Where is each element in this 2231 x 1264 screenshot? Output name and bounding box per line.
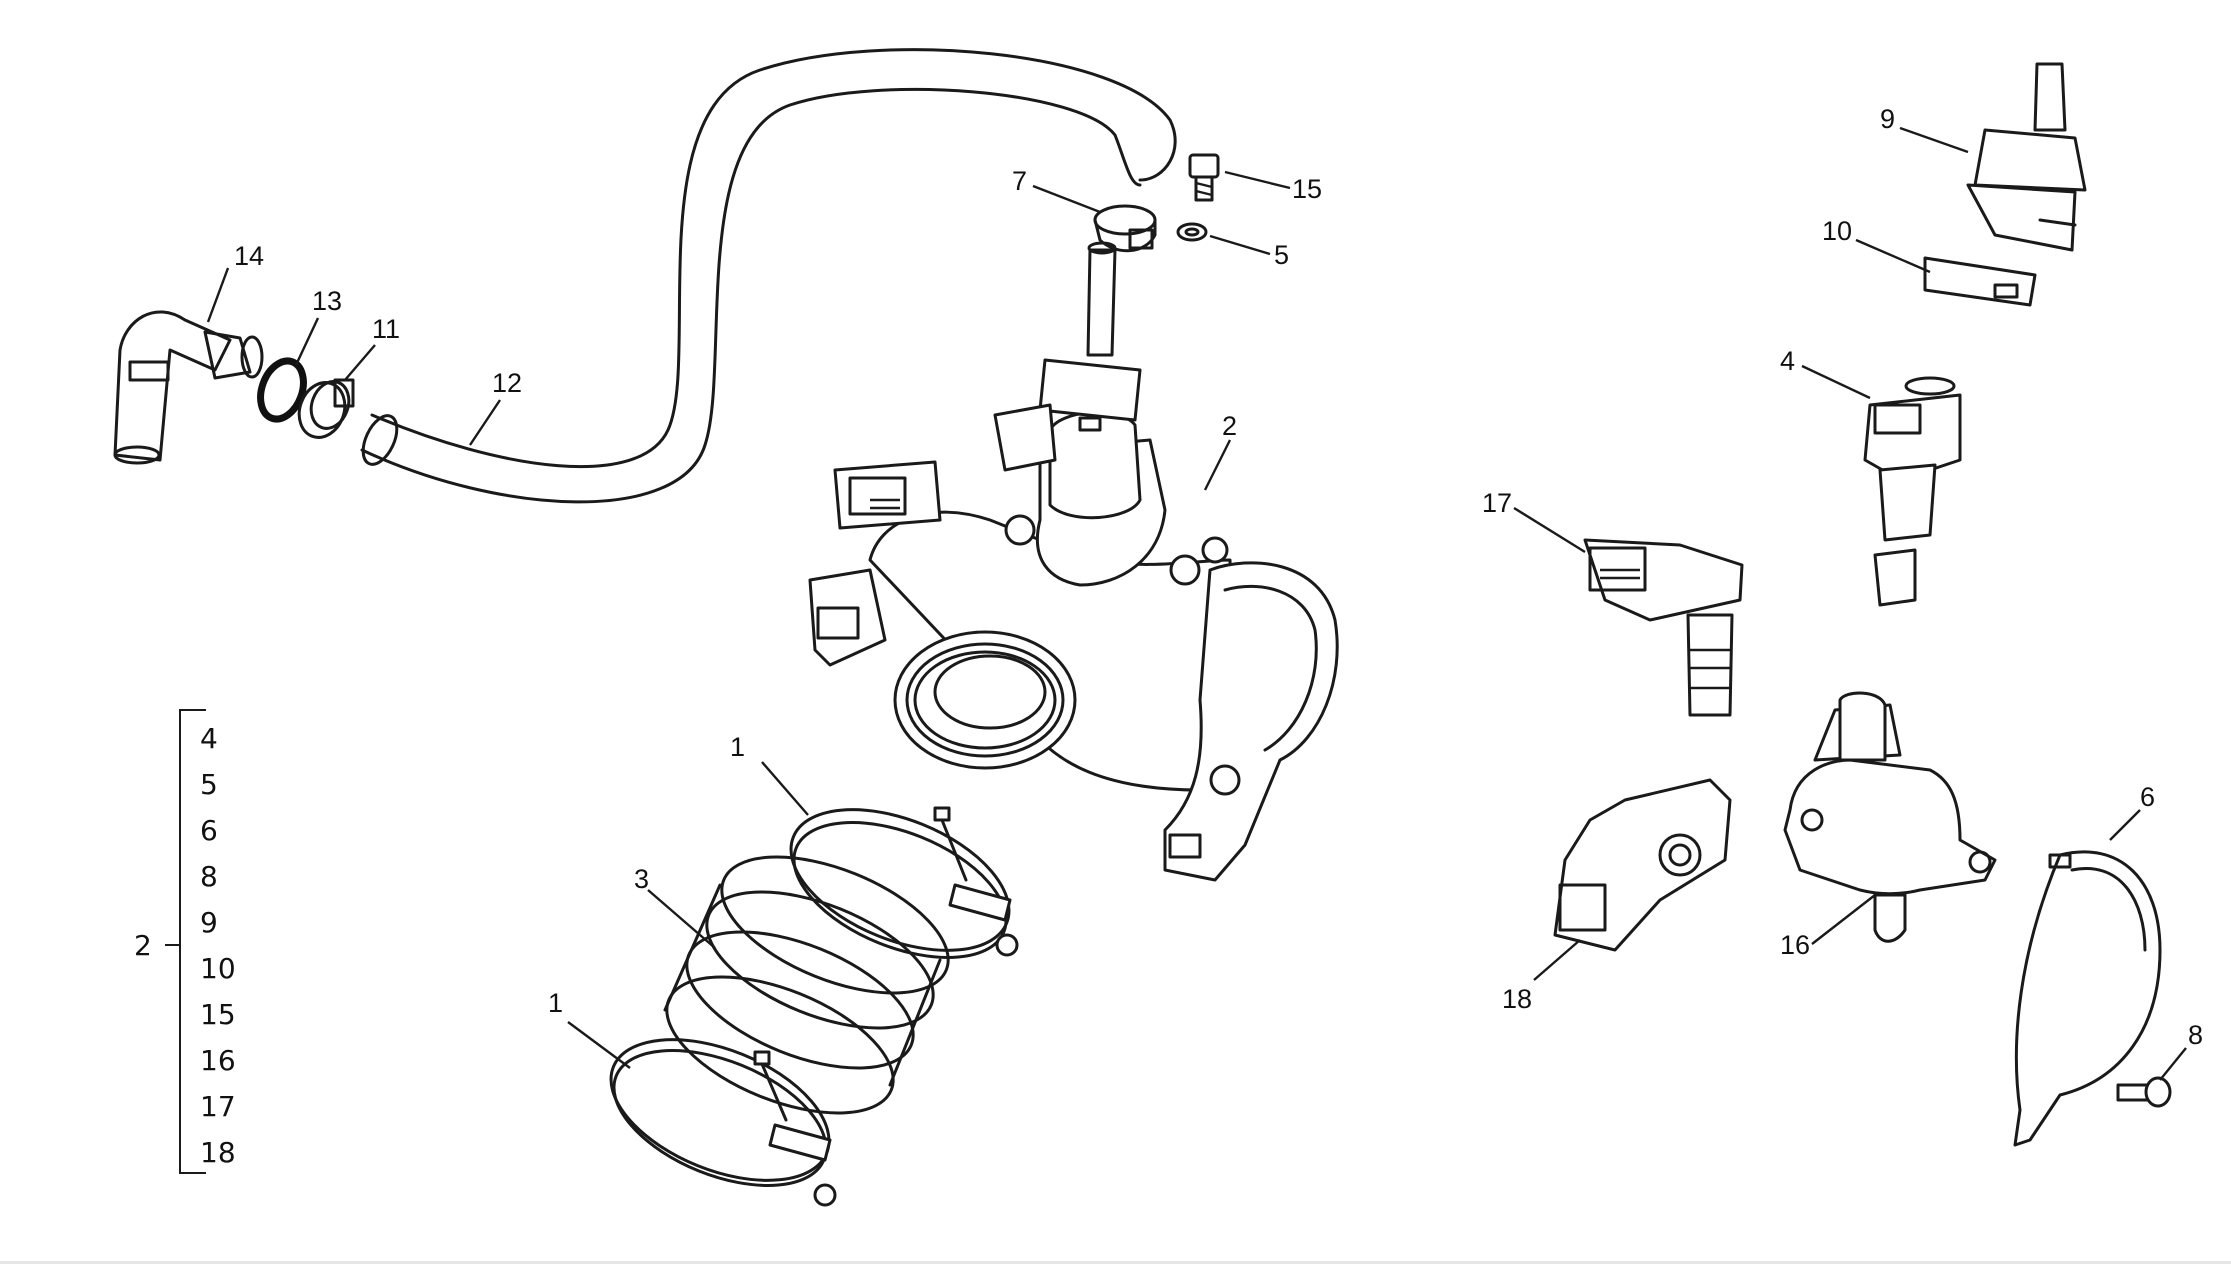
callout-labels: 14 13 11 12 7 15 5 2 1 3 1 9 10 4 17 18 … [234,104,2203,1050]
callout-13: 13 [312,286,342,316]
callout-3: 3 [634,864,649,894]
bottom-border [0,1261,2231,1264]
group-item-6: 10 [200,952,236,985]
callout-4: 4 [1780,346,1795,376]
callout-14: 14 [234,241,264,271]
part-group-list: 2 4 5 6 8 9 10 15 16 17 18 [134,709,236,1174]
callout-18: 18 [1502,984,1532,1014]
callout-8: 8 [2188,1020,2203,1050]
throttle-body-part-2 [808,241,1339,882]
group-item-2: 5 [200,768,218,801]
group-bracket [179,709,206,1174]
callout-9: 9 [1880,104,1895,134]
callout-1-upper: 1 [730,732,745,762]
group-parent-label: 2 [134,929,152,962]
callout-16: 16 [1780,930,1810,960]
hose-clamp-part-1-upper [789,806,1019,959]
elbow-fitting-part-14 [113,310,264,465]
leader-lines [206,126,2187,1081]
callout-10: 10 [1822,216,1852,246]
sensor-part-18 [1553,778,1732,952]
sensor-part-17 [1583,538,1744,717]
callout-2: 2 [1222,411,1237,441]
sensor-part-9 [1966,62,2087,252]
clamp-part-11 [297,378,355,439]
hose-clamp-part-1-lower [609,1038,837,1207]
callout-5: 5 [1274,240,1289,270]
cover-part-6 [2013,850,2162,1147]
group-item-8: 16 [200,1044,236,1077]
intake-boot-part-3 [663,855,950,1115]
group-item-4: 8 [200,860,218,893]
group-item-9: 17 [200,1090,236,1123]
hose-part-12 [360,48,1177,504]
clamp-part-7 [1093,204,1157,253]
group-item-3: 6 [200,814,218,847]
screw-part-15 [1188,153,1220,202]
callout-1-lower: 1 [548,988,563,1018]
callout-17: 17 [1482,488,1512,518]
callout-15: 15 [1292,174,1322,204]
group-item-1: 4 [200,722,218,755]
group-item-7: 15 [200,998,236,1031]
callout-12: 12 [492,368,522,398]
idle-valve-part-16 [1783,691,1997,943]
bracket-part-10 [1923,256,2037,307]
callout-6: 6 [2140,782,2155,812]
callout-7: 7 [1012,166,1027,196]
injector-part-4 [1863,376,1962,607]
o-ring-part-13 [257,357,307,423]
washer-part-5 [1176,222,1208,242]
group-item-5: 9 [200,906,218,939]
group-item-10: 18 [200,1136,236,1169]
screw-part-8 [2116,1076,2172,1108]
callout-11: 11 [372,314,400,344]
